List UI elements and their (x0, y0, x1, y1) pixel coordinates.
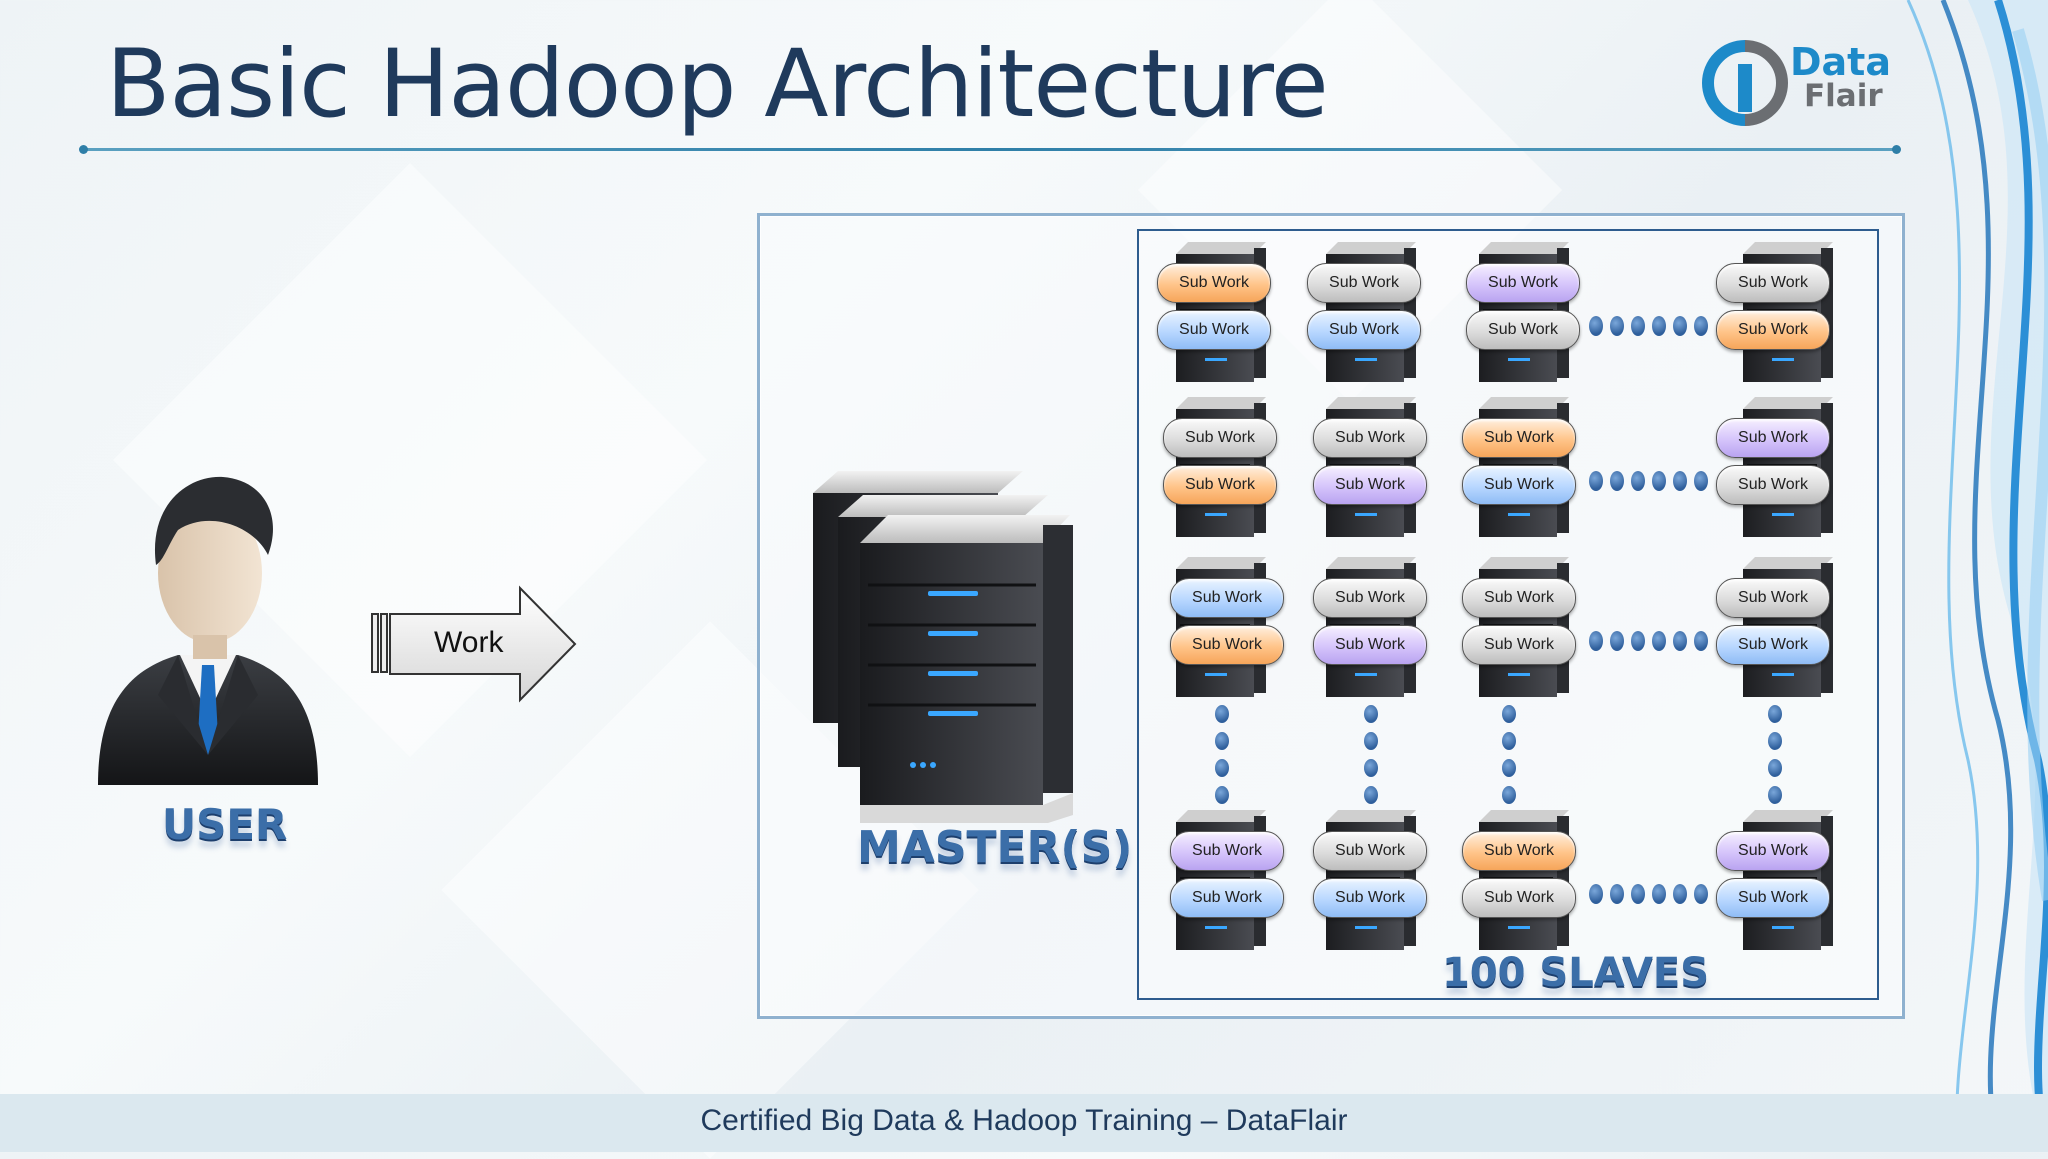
ellipsis-dot (1673, 316, 1687, 336)
sub-work-pill: Sub Work (1170, 578, 1284, 618)
ellipsis-dot (1673, 884, 1687, 904)
ellipsis-dot (1215, 759, 1229, 777)
ellipsis-dot (1768, 705, 1782, 723)
sub-work-pill: Sub Work (1716, 878, 1830, 918)
sub-work-pill: Sub Work (1170, 831, 1284, 871)
ellipsis-dot (1694, 884, 1708, 904)
ellipsis-dot (1673, 631, 1687, 651)
footer-text: Certified Big Data & Hadoop Training – D… (700, 1104, 1348, 1137)
ellipsis-dot (1610, 631, 1624, 651)
ellipsis-dot (1694, 631, 1708, 651)
sub-work-pill: Sub Work (1716, 578, 1830, 618)
ellipsis-dot (1652, 316, 1666, 336)
ellipsis-dot (1631, 316, 1645, 336)
ellipsis-dot (1502, 705, 1516, 723)
sub-work-pill: Sub Work (1163, 465, 1277, 505)
sub-work-pill: Sub Work (1313, 465, 1427, 505)
sub-work-pill: Sub Work (1462, 418, 1576, 458)
ellipsis-dot (1589, 471, 1603, 491)
sub-work-pill: Sub Work (1170, 625, 1284, 665)
slaves-label: 100 SLAVES (1442, 950, 1710, 996)
work-arrow-label: Work (434, 626, 504, 659)
sub-work-pill: Sub Work (1462, 878, 1576, 918)
ellipsis-dot (1502, 759, 1516, 777)
work-arrow (371, 585, 577, 703)
ellipsis-dot (1652, 884, 1666, 904)
ellipsis-dot (1694, 316, 1708, 336)
ellipsis-dot (1652, 471, 1666, 491)
sub-work-pill: Sub Work (1716, 831, 1830, 871)
sub-work-pill: Sub Work (1170, 878, 1284, 918)
logo-mark-icon (1702, 40, 1788, 126)
sub-work-pill: Sub Work (1716, 625, 1830, 665)
sub-work-pill: Sub Work (1462, 465, 1576, 505)
user-icon (98, 476, 318, 785)
ellipsis-dot (1502, 732, 1516, 750)
logo-text-flair: Flair (1804, 78, 1883, 114)
ellipsis-dot (1589, 316, 1603, 336)
sub-work-pill: Sub Work (1716, 465, 1830, 505)
sub-work-pill: Sub Work (1716, 263, 1830, 303)
ellipsis-dot (1215, 786, 1229, 804)
ellipsis-dot (1694, 471, 1708, 491)
sub-work-pill: Sub Work (1466, 310, 1580, 350)
sub-work-pill: Sub Work (1313, 831, 1427, 871)
sub-work-pill: Sub Work (1157, 263, 1271, 303)
ellipsis-dot (1364, 732, 1378, 750)
ellipsis-dot (1610, 471, 1624, 491)
ellipsis-dot (1768, 759, 1782, 777)
ellipsis-dot (1631, 631, 1645, 651)
footer-bar (0, 1094, 2048, 1152)
ellipsis-dot (1364, 786, 1378, 804)
ellipsis-dot (1502, 786, 1516, 804)
sub-work-pill: Sub Work (1313, 418, 1427, 458)
sub-work-pill: Sub Work (1307, 263, 1421, 303)
sub-work-pill: Sub Work (1313, 878, 1427, 918)
dataflair-logo: Data Flair (1700, 38, 1891, 128)
sub-work-pill: Sub Work (1462, 578, 1576, 618)
ellipsis-dot (1215, 705, 1229, 723)
ellipsis-dot (1364, 759, 1378, 777)
ellipsis-dot (1652, 631, 1666, 651)
decorative-swoosh (1906, 0, 2048, 1152)
sub-work-pill: Sub Work (1163, 418, 1277, 458)
ellipsis-dot (1768, 786, 1782, 804)
title-divider (79, 145, 1901, 154)
sub-work-pill: Sub Work (1157, 310, 1271, 350)
ellipsis-dot (1631, 884, 1645, 904)
sub-work-pill: Sub Work (1466, 263, 1580, 303)
logo-text-data: Data (1790, 40, 1891, 84)
page-title: Basic Hadoop Architecture (106, 30, 1329, 139)
master-server-icon (813, 471, 1073, 823)
ellipsis-dot (1610, 316, 1624, 336)
ellipsis-dot (1768, 732, 1782, 750)
sub-work-pill: Sub Work (1313, 578, 1427, 618)
master-label: MASTER(S) (857, 822, 1133, 873)
sub-work-pill: Sub Work (1716, 310, 1830, 350)
sub-work-pill: Sub Work (1313, 625, 1427, 665)
sub-work-pill: Sub Work (1462, 625, 1576, 665)
sub-work-pill: Sub Work (1462, 831, 1576, 871)
ellipsis-dot (1673, 471, 1687, 491)
ellipsis-dot (1631, 471, 1645, 491)
user-label: USER (162, 800, 288, 849)
sub-work-pill: Sub Work (1716, 418, 1830, 458)
ellipsis-dot (1589, 884, 1603, 904)
ellipsis-dot (1610, 884, 1624, 904)
ellipsis-dot (1215, 732, 1229, 750)
ellipsis-dot (1589, 631, 1603, 651)
sub-work-pill: Sub Work (1307, 310, 1421, 350)
ellipsis-dot (1364, 705, 1378, 723)
